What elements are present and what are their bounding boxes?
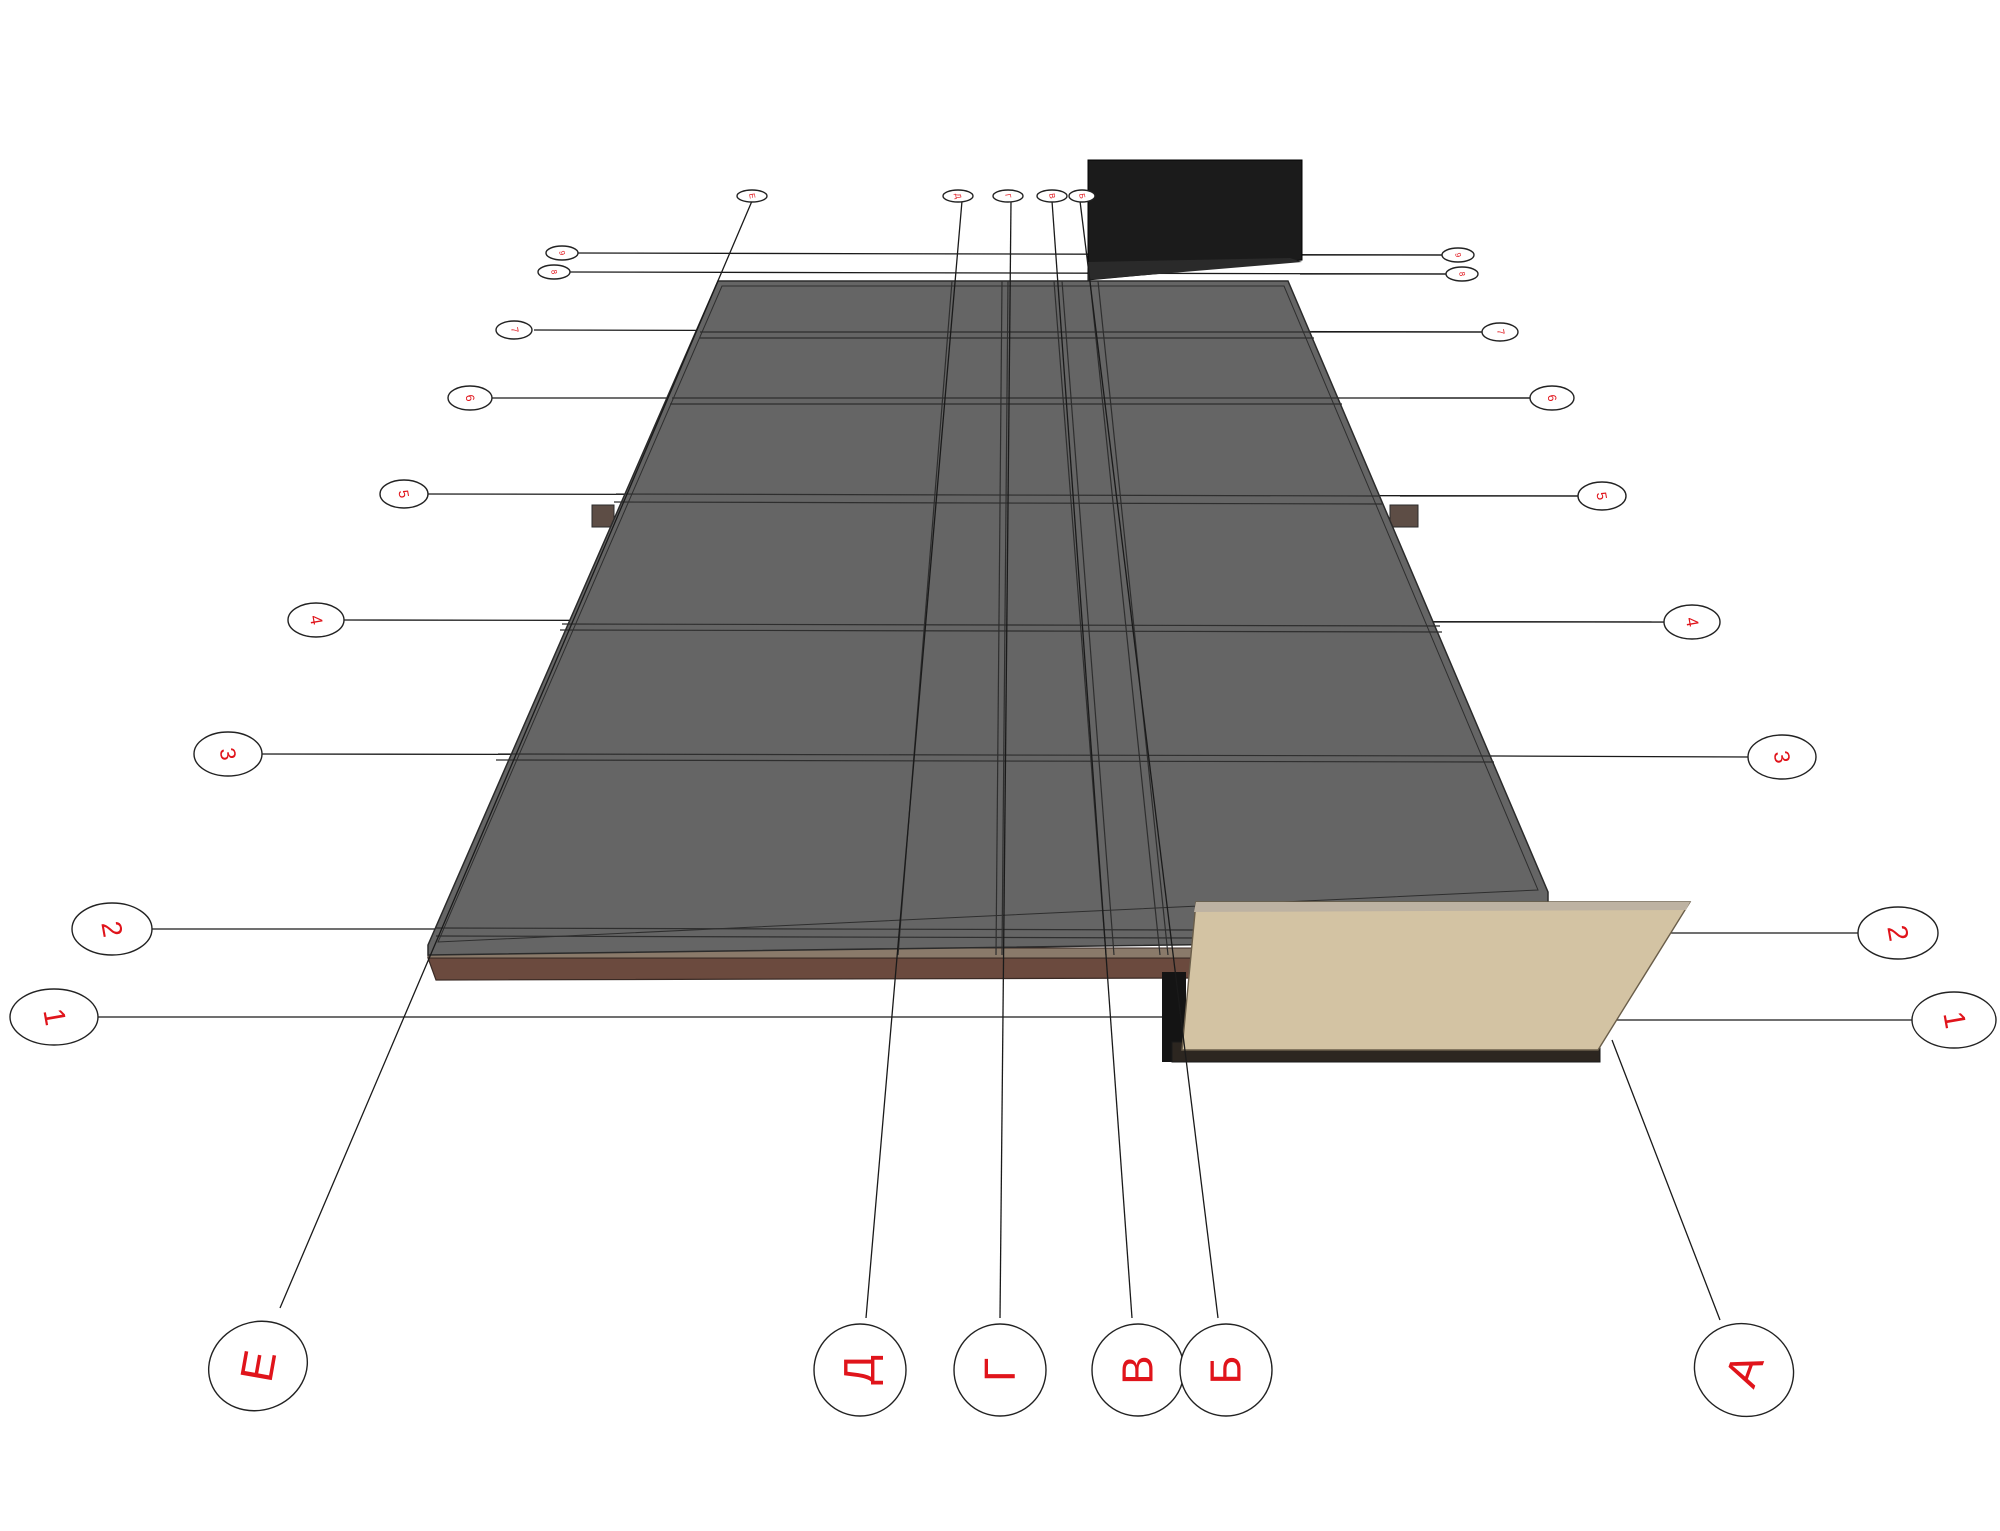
axis-bubble-D: Д — [813, 1323, 907, 1417]
svg-text:Б: Б — [1077, 193, 1087, 200]
axis-bubble-6-right: 6 — [1529, 385, 1575, 411]
svg-text:Д: Д — [953, 193, 963, 200]
letter-bubbles-top: Е Д Г В Б — [736, 189, 1096, 203]
svg-text:5: 5 — [395, 489, 412, 500]
svg-text:5: 5 — [1593, 491, 1610, 502]
axis-bubble-A: А — [1693, 1322, 1795, 1418]
axis-bubble-4-left: 4 — [287, 602, 345, 638]
svg-text:Б: Б — [1202, 1356, 1251, 1385]
axis-bubble-2-right: 2 — [1857, 906, 1939, 960]
axis-bubble-E-top: Е — [736, 189, 768, 203]
axis-bubble-8-right: 8 — [1445, 266, 1479, 282]
back-wall — [1087, 159, 1303, 281]
svg-text:2: 2 — [95, 919, 128, 940]
svg-text:7: 7 — [508, 326, 520, 334]
svg-text:3: 3 — [215, 746, 242, 762]
svg-text:8: 8 — [549, 269, 559, 275]
svg-text:1: 1 — [36, 1006, 71, 1028]
svg-text:2: 2 — [1881, 923, 1914, 944]
svg-text:3: 3 — [1769, 749, 1796, 765]
axis-bubble-6-left: 6 — [447, 385, 493, 411]
axis-bubble-8-left: 8 — [537, 264, 571, 280]
axis-bubble-5-right: 5 — [1577, 481, 1627, 511]
axis-bubble-9-left: 9 — [545, 245, 579, 261]
number-bubbles-left: 1 2 3 4 5 6 7 8 — [9, 245, 579, 1046]
svg-text:Г: Г — [1003, 193, 1013, 199]
front-panel — [1162, 901, 1692, 1063]
slab-top — [427, 280, 1549, 956]
axis-bubble-2-left: 2 — [71, 902, 153, 956]
beam-stub-right — [1389, 504, 1419, 528]
number-bubbles-right: 1 2 3 4 5 6 7 8 — [1441, 247, 1997, 1049]
svg-text:4: 4 — [1682, 616, 1702, 629]
axis-bubble-5-left: 5 — [379, 479, 429, 509]
axis-bubble-B-top: Б — [1068, 189, 1096, 203]
svg-text:6: 6 — [463, 393, 478, 402]
axis-bubble-3-left: 3 — [193, 731, 263, 777]
svg-text:8: 8 — [1457, 271, 1467, 277]
axis-bubble-1-left: 1 — [9, 988, 99, 1046]
svg-text:4: 4 — [306, 614, 326, 627]
number-axis-lines-right — [1300, 254, 1912, 1021]
svg-text:Г: Г — [976, 1358, 1025, 1382]
svg-text:6: 6 — [1545, 393, 1560, 402]
axis-bubble-E: Е — [207, 1320, 309, 1412]
svg-text:Е: Е — [747, 193, 757, 200]
axis-bubble-B: Б — [1179, 1323, 1273, 1417]
axis-bubble-4-right: 4 — [1663, 604, 1721, 640]
axis-bubble-V-top: В — [1036, 189, 1068, 203]
letter-bubbles-bottom: Е Д Г В Б А — [207, 1320, 1795, 1418]
svg-text:9: 9 — [557, 250, 567, 256]
axis-bubble-1-right: 1 — [1911, 991, 1997, 1049]
axis-bubble-V: В — [1091, 1323, 1185, 1417]
beam-stub-left — [591, 504, 615, 528]
svg-text:9: 9 — [1453, 252, 1463, 258]
svg-text:1: 1 — [1936, 1009, 1971, 1031]
letter-axis-lines — [279, 200, 1721, 1321]
axis-bubble-7-left: 7 — [495, 320, 533, 340]
svg-text:В: В — [1114, 1355, 1163, 1384]
svg-text:Д: Д — [836, 1355, 885, 1385]
axis-bubble-7-right: 7 — [1481, 322, 1519, 342]
axis-bubble-9-right: 9 — [1441, 247, 1475, 263]
axis-bubble-3-right: 3 — [1747, 734, 1817, 780]
svg-text:7: 7 — [1494, 328, 1506, 336]
axis-bubble-G: Г — [953, 1323, 1047, 1417]
axis-bubble-G-top: Г — [992, 189, 1024, 203]
svg-text:В: В — [1047, 193, 1057, 200]
axis-bubble-D-top: Д — [942, 189, 974, 203]
